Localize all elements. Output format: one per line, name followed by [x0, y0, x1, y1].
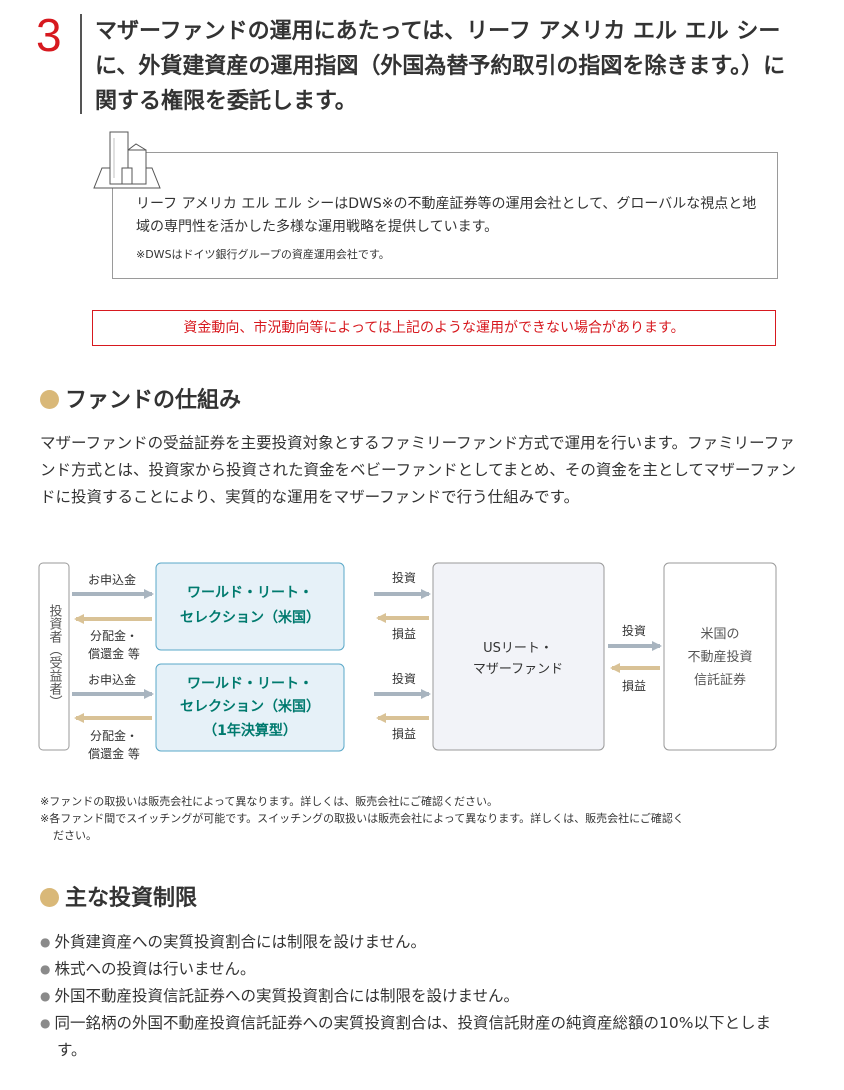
step-divider	[80, 14, 82, 114]
target-asset-box	[663, 562, 777, 751]
distribution-label-2b: 償還金 等	[88, 746, 140, 760]
mother-fund-line1: USリート・	[483, 641, 553, 656]
notes: ※ファンドの取扱いは販売会社によって異なります。詳しくは、販売会社にご確認くださ…	[40, 793, 800, 844]
fund2-name-line2: セレクション（米国）	[180, 698, 320, 715]
step-text: マザーファンドの運用にあたっては、リーフ アメリカ エル エル シーに、外貨建資…	[95, 19, 786, 114]
fund1-box	[155, 562, 345, 651]
restriction-item: 株式への投資は行いません。	[40, 956, 800, 983]
subscribe-label-1: お申込金	[88, 572, 136, 587]
investor-label: 投資者（受益者）	[47, 603, 63, 708]
restriction-item: 同一銘柄の外国不動産投資信託証券への実質投資割合は、投資信託財産の純資産総額の1…	[40, 1010, 800, 1063]
fund2-name-line1: ワールド・リート・	[187, 676, 313, 692]
warning-box: 資金動向、市況動向等によっては上記のような運用ができない場合があります。	[92, 310, 776, 346]
section-title-fund-structure: ファンドの仕組み	[40, 382, 241, 414]
section-body-fund-structure: マザーファンドの受益証券を主要投資対象とするファミリーファンド方式で運用を行いま…	[40, 434, 796, 506]
fund2-box	[155, 663, 345, 752]
invest-label-3: 投資	[622, 623, 646, 638]
invest-label-1: 投資	[392, 570, 416, 585]
gain-loss-label-3: 損益	[622, 678, 646, 693]
section-bullet-icon	[40, 887, 59, 907]
info-box-body: リーフ アメリカ エル エル シーはDWS※の不動産証券等の運用会社として、グロ…	[136, 196, 757, 235]
info-box-note: ※DWSはドイツ銀行グループの資産運用会社です。	[136, 248, 390, 261]
info-box	[112, 152, 778, 279]
restriction-item: 外国不動産投資信託証券への実質投資割合には制限を設けません。	[40, 983, 800, 1010]
restriction-item: 外貨建資産への実質投資割合には制限を設けません。	[40, 929, 800, 956]
investor-box	[38, 562, 70, 751]
gain-loss-label-1: 損益	[392, 626, 416, 641]
fund-structure-diagram: 投資者（受益者） ワールド・リート・ セレクション（米国） ワールド・リート・ …	[38, 562, 777, 760]
mother-fund-box	[432, 562, 605, 751]
section-title-text: 主な投資制限	[65, 886, 198, 911]
distribution-label-1a: 分配金・	[90, 628, 138, 643]
fund1-name-line2: セレクション（米国）	[180, 609, 320, 626]
fund1-name-line1: ワールド・リート・	[187, 585, 313, 601]
note-2: ※各ファンド間でスイッチングが可能です。スイッチングの取扱いは販売会社によって異…	[40, 812, 684, 825]
invest-label-2: 投資	[392, 671, 416, 686]
note-1: ※ファンドの取扱いは販売会社によって異なります。詳しくは、販売会社にご確認くださ…	[40, 795, 499, 808]
target-asset-line1: 米国の	[700, 627, 739, 642]
section-title-text: ファンドの仕組み	[65, 388, 242, 413]
section-bullet-icon	[40, 389, 59, 409]
note-2-continued: ださい。	[53, 829, 97, 842]
restrictions-list: 外貨建資産への実質投資割合には制限を設けません。 株式への投資は行いません。 外…	[40, 929, 800, 1063]
gain-loss-label-2: 損益	[392, 726, 416, 741]
building-icon	[93, 131, 161, 189]
distribution-label-2a: 分配金・	[90, 728, 138, 743]
distribution-label-1b: 償還金 等	[88, 646, 140, 661]
subscribe-label-2: お申込金	[88, 672, 136, 687]
mother-fund-line2: マザーファンド	[473, 662, 563, 677]
fund2-name-line3: （1年決算型）	[203, 722, 297, 739]
target-asset-line2: 不動産投資	[687, 649, 752, 665]
section-title-investment-restrictions: 主な投資制限	[40, 880, 197, 912]
step-number: 3	[36, 9, 62, 61]
target-asset-line3: 信託証券	[694, 672, 746, 688]
